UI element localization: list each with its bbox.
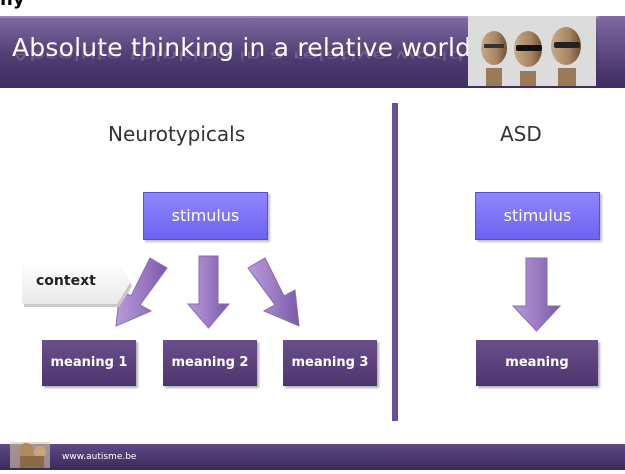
cropped-top-text: ny	[0, 0, 160, 14]
neurotypicals-heading: Neurotypicals	[108, 122, 246, 146]
context-callout: context	[22, 262, 130, 304]
title-bar-end	[599, 16, 625, 86]
slide-title: Absolute thinking in a relative world	[12, 33, 472, 62]
arrow-center-down	[186, 255, 231, 329]
column-divider	[392, 103, 398, 421]
asd-heading: ASD	[500, 122, 542, 146]
meaning-3-box: meaning 3	[283, 340, 377, 386]
arrow-right-diagonal	[247, 257, 300, 327]
stimulus-box-asd: stimulus	[475, 192, 600, 240]
meaning-box-asd: meaning	[476, 340, 598, 386]
context-label: context	[36, 273, 96, 289]
footer-bar	[0, 444, 625, 470]
autisme-logo-icon	[8, 436, 56, 470]
meaning-2-box: meaning 2	[163, 340, 257, 386]
three-faces-image	[468, 16, 596, 86]
arrow-left-diagonal	[115, 257, 168, 327]
meaning-1-box: meaning 1	[42, 340, 136, 386]
footer-url[interactable]: www.autisme.be	[62, 452, 137, 462]
arrow-asd-down	[511, 257, 562, 332]
stimulus-box-neurotypical: stimulus	[143, 192, 268, 240]
